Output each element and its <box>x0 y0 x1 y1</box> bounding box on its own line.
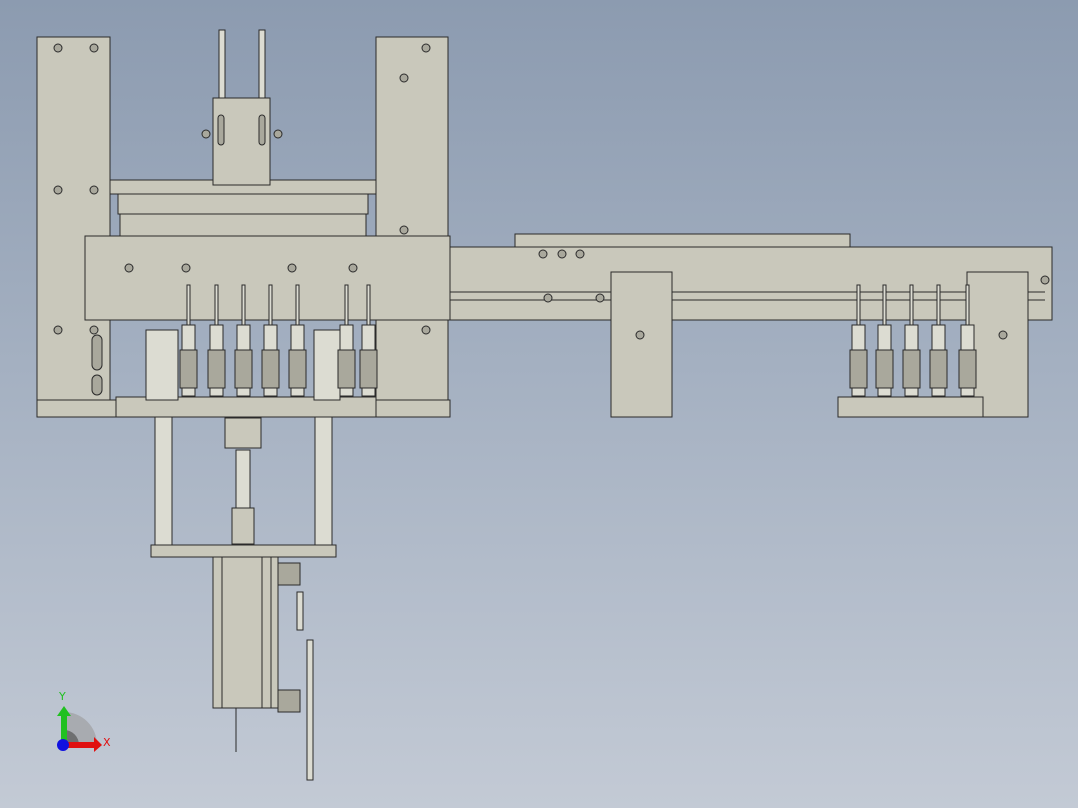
bolt-hole <box>421 43 431 53</box>
guide-column-left <box>154 416 173 546</box>
bolt-hole <box>635 330 645 340</box>
bolt-hole <box>287 263 297 273</box>
vertical-cylinder-right <box>313 329 341 401</box>
carriage-block <box>610 271 673 418</box>
machine-assembly <box>36 29 1053 781</box>
bolt-hole <box>273 129 283 139</box>
bolt-hole <box>348 263 358 273</box>
vertical-cylinder-left <box>145 329 179 401</box>
bolt-hole <box>595 293 605 303</box>
air-fitting-bottom <box>277 689 301 713</box>
tool-nozzle <box>849 284 868 397</box>
tool-nozzle <box>261 284 280 397</box>
bolt-hole <box>53 185 63 195</box>
cross-beam-low <box>119 213 367 237</box>
bolt-hole <box>998 330 1008 340</box>
bolt-hole <box>543 293 553 303</box>
bolt-hole <box>399 225 409 235</box>
bolt-hole <box>181 263 191 273</box>
right-tool-plate <box>837 396 984 418</box>
tool-nozzle <box>359 284 378 397</box>
tool-nozzle <box>337 284 356 397</box>
air-fitting-top <box>277 562 301 586</box>
cross-beam-mid <box>117 193 369 215</box>
lower-plate <box>150 544 337 558</box>
bolt-holes <box>53 43 1050 340</box>
x-axis-label: X <box>103 736 111 749</box>
right-side-plate <box>375 36 449 418</box>
tool-nozzle <box>929 284 948 397</box>
z-axis-dot <box>57 739 69 751</box>
end-block <box>966 271 1029 418</box>
bolt-hole <box>89 325 99 335</box>
piston-rod <box>235 449 251 511</box>
tool-nozzle <box>902 284 921 397</box>
bolt-hole <box>201 129 211 139</box>
cylinder-body <box>212 556 272 709</box>
tool-nozzle <box>179 284 198 397</box>
bolt-hole <box>1040 275 1050 285</box>
bolt-hole <box>421 325 431 335</box>
bolt-hole <box>89 43 99 53</box>
tool-nozzle <box>207 284 226 397</box>
horizontal-rail <box>447 246 1053 321</box>
tool-nozzle <box>958 284 977 397</box>
guide-column-right <box>314 416 333 546</box>
rod-nut <box>231 507 255 545</box>
tool-nozzle <box>234 284 253 397</box>
rod-coupler <box>224 417 262 449</box>
bolt-hole <box>124 263 134 273</box>
bolt-hole <box>53 43 63 53</box>
tool-nozzle <box>875 284 894 397</box>
bolt-hole <box>89 185 99 195</box>
bolt-hole <box>53 325 63 335</box>
bolt-hole <box>399 73 409 83</box>
y-axis-arrow <box>61 714 67 745</box>
upper-rail-bar <box>514 233 851 249</box>
main-body-plate <box>84 235 451 321</box>
x-axis-arrow <box>64 742 96 748</box>
tool-plate-left <box>115 396 377 418</box>
coordinate-triad: Y X <box>57 690 111 752</box>
tool-array <box>179 284 977 397</box>
y-axis-label: Y <box>58 690 66 703</box>
tool-nozzle <box>288 284 307 397</box>
